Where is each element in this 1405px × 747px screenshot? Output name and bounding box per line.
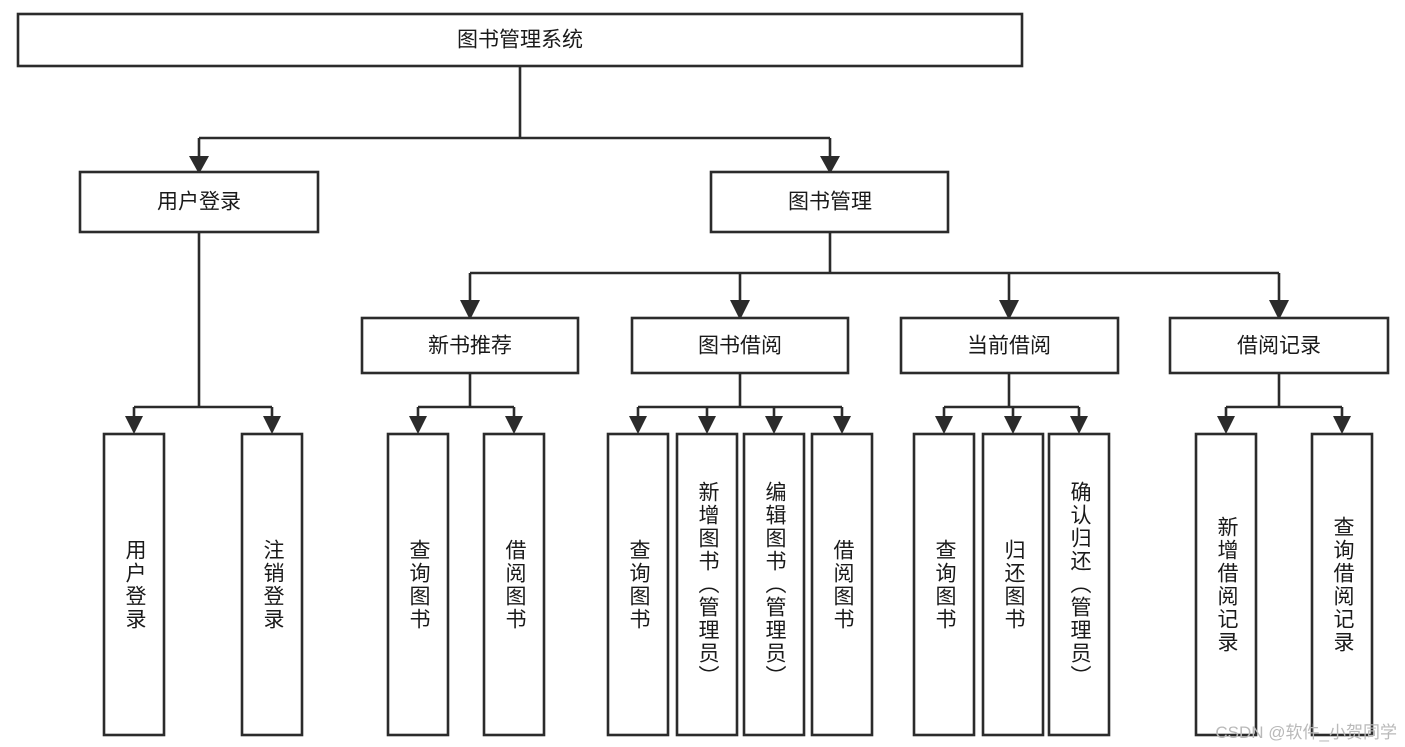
node-book-manage-box[interactable] — [709, 170, 950, 234]
leaf-box-user-login[interactable] — [102, 432, 166, 737]
connector-group-new-book-to-leaves — [409, 373, 523, 434]
node-current-borrow-box[interactable] — [899, 316, 1120, 375]
arrowhead-leaf-logout — [263, 416, 281, 434]
arrowhead-leaf-return-book — [1004, 416, 1022, 434]
leaf-box-return-book[interactable] — [981, 432, 1045, 737]
node-root-box[interactable] — [16, 12, 1024, 68]
arrowhead-leaf-borrow-book — [833, 416, 851, 434]
arrowhead-leaf-user-login — [125, 416, 143, 434]
arrowhead-borrow-record — [1269, 300, 1289, 320]
arrowhead-current-borrow — [999, 300, 1019, 320]
arrowhead-leaf-edit-book-admin — [765, 416, 783, 434]
node-book-manage[interactable]: 图书管理 — [709, 170, 950, 234]
arrowhead-user-login — [189, 156, 209, 174]
node-root[interactable]: 图书管理系统 — [16, 12, 1024, 68]
arrowhead-leaf-query-book-rec — [409, 416, 427, 434]
arrowhead-book-borrow — [730, 300, 750, 320]
node-book-borrow-box[interactable] — [630, 316, 850, 375]
leaf-box-add-borrow-record[interactable] — [1194, 432, 1258, 737]
node-book-borrow-label: 图书借阅 — [698, 335, 782, 358]
node-user-login[interactable]: 用户登录 — [78, 170, 320, 234]
arrowhead-leaf-query-book-borrow — [629, 416, 647, 434]
connector-group-current-borrow-to-leaves — [935, 373, 1088, 434]
leaf-box-borrow-book[interactable] — [810, 432, 874, 737]
node-borrow-record-label: 借阅记录 — [1237, 335, 1321, 358]
arrowhead-new-book-recommend — [460, 300, 480, 320]
node-root-label: 图书管理系统 — [457, 29, 583, 52]
arrowhead-book-manage — [820, 156, 840, 174]
node-current-borrow-label: 当前借阅 — [967, 335, 1051, 358]
leaf-box-edit-book-admin[interactable] — [742, 432, 806, 737]
arrowhead-leaf-confirm-return-admin — [1070, 416, 1088, 434]
leaf-box-query-book-borrow[interactable] — [606, 432, 670, 737]
leaf-box-query-book-cur[interactable] — [912, 432, 976, 737]
arrowhead-leaf-add-borrow-record — [1217, 416, 1235, 434]
arrowhead-leaf-add-book-admin — [698, 416, 716, 434]
connector-group-book-borrow-to-leaves — [629, 373, 851, 434]
leaf-box-borrow-book-rec[interactable] — [482, 432, 546, 737]
leaf-box-group — [102, 432, 1374, 737]
node-borrow-record-box[interactable] — [1168, 316, 1390, 375]
node-book-borrow[interactable]: 图书借阅 — [630, 316, 850, 375]
node-user-login-label: 用户登录 — [157, 191, 241, 214]
arrowhead-leaf-borrow-book-rec — [505, 416, 523, 434]
node-new-book-recommend[interactable]: 新书推荐 — [360, 316, 580, 375]
leaf-box-query-book-rec[interactable] — [386, 432, 450, 737]
arrowhead-leaf-query-borrow-record — [1333, 416, 1351, 434]
node-book-manage-label: 图书管理 — [788, 191, 872, 214]
connector-group-user-login-to-leaves — [125, 232, 281, 434]
leaf-box-query-borrow-record[interactable] — [1310, 432, 1374, 737]
leaf-box-confirm-return-admin[interactable] — [1047, 432, 1111, 737]
leaf-box-add-book-admin[interactable] — [675, 432, 739, 737]
watermark-text: CSDN @软件_小贺同学 — [1215, 723, 1397, 742]
arrowhead-leaf-query-book-cur — [935, 416, 953, 434]
node-user-login-box[interactable] — [78, 170, 320, 234]
connector-group-root-to-level2 — [189, 66, 840, 174]
node-current-borrow[interactable]: 当前借阅 — [899, 316, 1120, 375]
node-borrow-record[interactable]: 借阅记录 — [1168, 316, 1390, 375]
node-new-book-recommend-box[interactable] — [360, 316, 580, 375]
connector-group-borrow-record-to-leaves — [1217, 373, 1351, 434]
connector-group-book-manage-to-level3 — [460, 232, 1289, 320]
leaf-box-logout[interactable] — [240, 432, 304, 737]
node-new-book-recommend-label: 新书推荐 — [428, 335, 512, 358]
